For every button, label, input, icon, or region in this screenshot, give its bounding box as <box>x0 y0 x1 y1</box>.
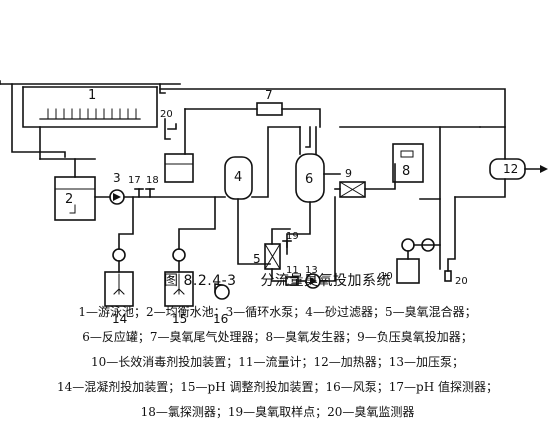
legend: 1—游泳池；2—均衡水池；3—循环水泵；4—砂过滤器；5—臭氧混合器； 6—反应… <box>0 300 555 425</box>
legend-line: 18—氯探测器；19—臭氧取样点；20—臭氧监测器 <box>140 405 415 419</box>
label-11: 11 <box>286 265 299 276</box>
label-17: 17 <box>128 175 141 186</box>
label-14: 14 <box>112 312 127 326</box>
label-7: 7 <box>265 88 273 102</box>
legend-line: 6—反应罐；7—臭氧尾气处理器；8—臭氧发生器；9—负压臭氧投加器； <box>82 330 473 344</box>
label-1: 1 <box>88 88 96 103</box>
label-16: 16 <box>213 312 228 326</box>
figure-number: 图 8.2.4-3 <box>164 273 237 289</box>
ozone-monitor-top <box>164 153 194 183</box>
label-3: 3 <box>113 171 121 185</box>
figure-caption: 图 8.2.4-3 分流量臭氧投加系统 <box>0 270 555 290</box>
caption-area: 图 8.2.4-3 分流量臭氧投加系统 1—游泳池；2—均衡水池；3—循环水泵；… <box>0 270 555 425</box>
label-2: 2 <box>65 192 73 207</box>
label-20-top: 20 <box>160 109 173 120</box>
label-19: 19 <box>286 231 299 242</box>
ozone-generator <box>392 143 424 183</box>
label-5: 5 <box>253 252 261 266</box>
legend-line: 1—游泳池；2—均衡水池；3—循环水泵；4—砂过滤器；5—臭氧混合器； <box>78 305 477 319</box>
pool-drain-pipe <box>11 83 66 158</box>
label-15: 15 <box>172 312 187 326</box>
figure-title: 分流量臭氧投加系统 <box>260 273 391 289</box>
label-12: 12 <box>503 162 518 176</box>
label-18: 18 <box>146 175 159 186</box>
offgas-destructor <box>256 102 283 116</box>
label-13: 13 <box>305 265 318 276</box>
legend-line: 14—混凝剂投加装置；15—pH 调整剂投加装置；16—风泵；17—pH 值探测… <box>56 380 498 394</box>
balance-tank <box>54 176 96 221</box>
label-9: 9 <box>345 167 352 180</box>
legend-line: 10—长效消毒剂投加装置；11—流量计；12—加热器；13—加压泵； <box>90 355 465 369</box>
label-8: 8 <box>402 164 410 179</box>
label-4: 4 <box>234 170 242 185</box>
label-6: 6 <box>305 172 313 187</box>
label-10: 10 <box>380 271 393 282</box>
label-20-right: 20 <box>455 276 468 287</box>
pool <box>0 80 181 128</box>
